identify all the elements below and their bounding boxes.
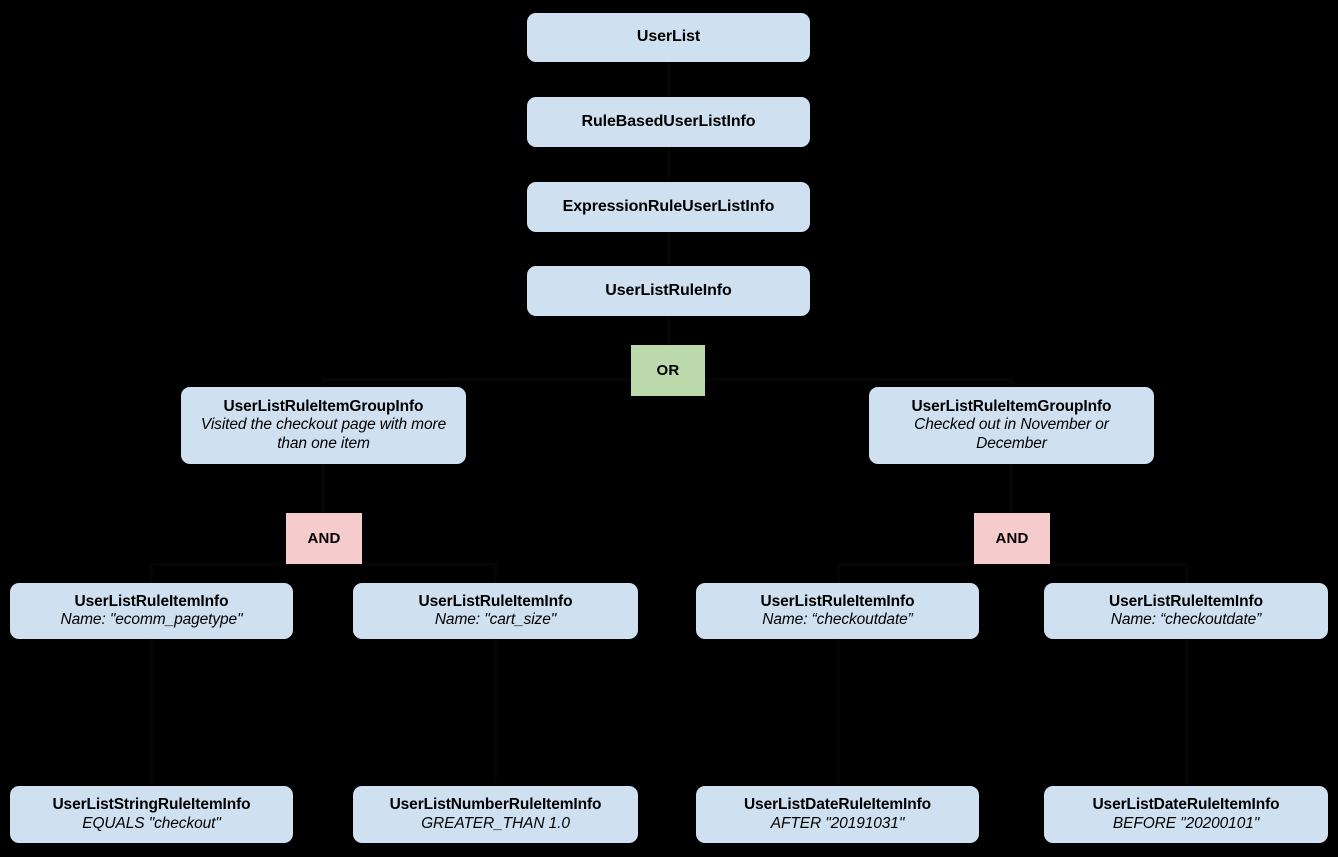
node-title: UserListRuleItemInfo xyxy=(1109,592,1263,610)
node-title: UserListDateRuleItemInfo xyxy=(743,796,932,814)
node-title: UserListRuleItemGroupInfo xyxy=(223,398,424,416)
node-title: UserListRuleItemInfo xyxy=(760,592,915,610)
node-group-left[interactable]: UserListRuleItemGroupInfo Visited the ch… xyxy=(181,387,466,464)
edge-and-right-to-item3 xyxy=(837,563,840,583)
node-leaf-date-before[interactable]: UserListDateRuleItemInfo BEFORE "2020010… xyxy=(1044,786,1328,843)
node-description: Name: "ecomm_pagetype" xyxy=(60,611,243,628)
node-title: UserListRuleItemInfo xyxy=(418,592,573,610)
node-title: ExpressionRuleUserListInfo xyxy=(562,197,775,215)
edge-and-right-trunk xyxy=(838,563,1186,566)
node-description: Name: “checkoutdate” xyxy=(762,611,913,628)
or-operator-badge[interactable]: OR xyxy=(631,345,705,396)
edge-item4-to-leaf4 xyxy=(1185,639,1188,785)
node-group-right[interactable]: UserListRuleItemGroupInfo Checked out in… xyxy=(869,387,1154,464)
node-title: UserList xyxy=(636,28,701,46)
node-description: EQUALS "checkout" xyxy=(82,814,221,832)
node-title: UserListNumberRuleItemInfo xyxy=(389,796,602,814)
and-operator-badge-right[interactable]: AND xyxy=(974,513,1050,564)
node-description: Visited the checkout page with more than… xyxy=(200,416,447,452)
edge-and-left-to-item1 xyxy=(150,563,153,583)
edge-expression-to-ruleinfo xyxy=(667,232,670,265)
edge-ruleinfo-to-or xyxy=(667,316,670,345)
edge-item2-to-leaf2 xyxy=(494,639,497,785)
node-userlistruleinfo[interactable]: UserListRuleInfo xyxy=(527,266,810,316)
node-leaf-date-after[interactable]: UserListDateRuleItemInfo AFTER "20191031… xyxy=(696,786,979,843)
node-rule-item-1[interactable]: UserListRuleItemInfo Name: "ecomm_pagety… xyxy=(10,583,293,639)
edge-and-right-to-item4 xyxy=(1185,563,1188,583)
edge-and-left-to-item2 xyxy=(494,563,497,583)
edge-item3-to-leaf3 xyxy=(837,639,840,785)
node-title: UserListRuleInfo xyxy=(605,281,732,299)
and-operator-badge-left[interactable]: AND xyxy=(286,513,362,564)
edge-or-to-group-left xyxy=(322,378,325,389)
node-description: GREATER_THAN 1.0 xyxy=(421,814,570,832)
and-operator-label: AND xyxy=(995,530,1029,547)
node-title: RuleBasedUserListInfo xyxy=(581,112,756,130)
node-title: UserListDateRuleItemInfo xyxy=(1092,796,1280,814)
node-description: Checked out in November or December xyxy=(914,416,1109,452)
node-rulebaseduserlistinfo[interactable]: RuleBasedUserListInfo xyxy=(527,97,810,147)
edge-item1-to-leaf1 xyxy=(150,639,153,785)
node-rule-item-4[interactable]: UserListRuleItemInfo Name: “checkoutdate… xyxy=(1044,583,1328,639)
node-description: AFTER "20191031" xyxy=(770,814,905,832)
edge-userlist-to-rulebased xyxy=(667,62,670,96)
edge-group-right-to-and xyxy=(1010,464,1013,513)
node-title: UserListRuleItemGroupInfo xyxy=(911,398,1112,416)
node-title: UserListRuleItemInfo xyxy=(74,592,229,610)
node-description: BEFORE "20200101" xyxy=(1112,814,1260,832)
and-operator-label: AND xyxy=(307,530,341,547)
or-operator-label: OR xyxy=(656,362,680,379)
node-expressionruleuserlistinfo[interactable]: ExpressionRuleUserListInfo xyxy=(527,182,810,232)
node-title: UserListStringRuleItemInfo xyxy=(52,796,251,814)
node-description: Name: "cart_size" xyxy=(434,611,557,628)
node-description: Name: “checkoutdate” xyxy=(1110,611,1262,628)
edge-and-left-trunk xyxy=(151,563,496,566)
node-leaf-number[interactable]: UserListNumberRuleItemInfo GREATER_THAN … xyxy=(353,786,638,843)
node-rule-item-3[interactable]: UserListRuleItemInfo Name: “checkoutdate… xyxy=(696,583,979,639)
edge-rulebased-to-expression xyxy=(667,147,670,180)
node-rule-item-2[interactable]: UserListRuleItemInfo Name: "cart_size" xyxy=(353,583,638,639)
edge-or-to-group-right xyxy=(1010,378,1013,389)
node-leaf-string[interactable]: UserListStringRuleItemInfo EQUALS "check… xyxy=(10,786,293,843)
node-userlist[interactable]: UserList xyxy=(527,13,810,62)
edge-group-left-to-and xyxy=(322,464,325,513)
